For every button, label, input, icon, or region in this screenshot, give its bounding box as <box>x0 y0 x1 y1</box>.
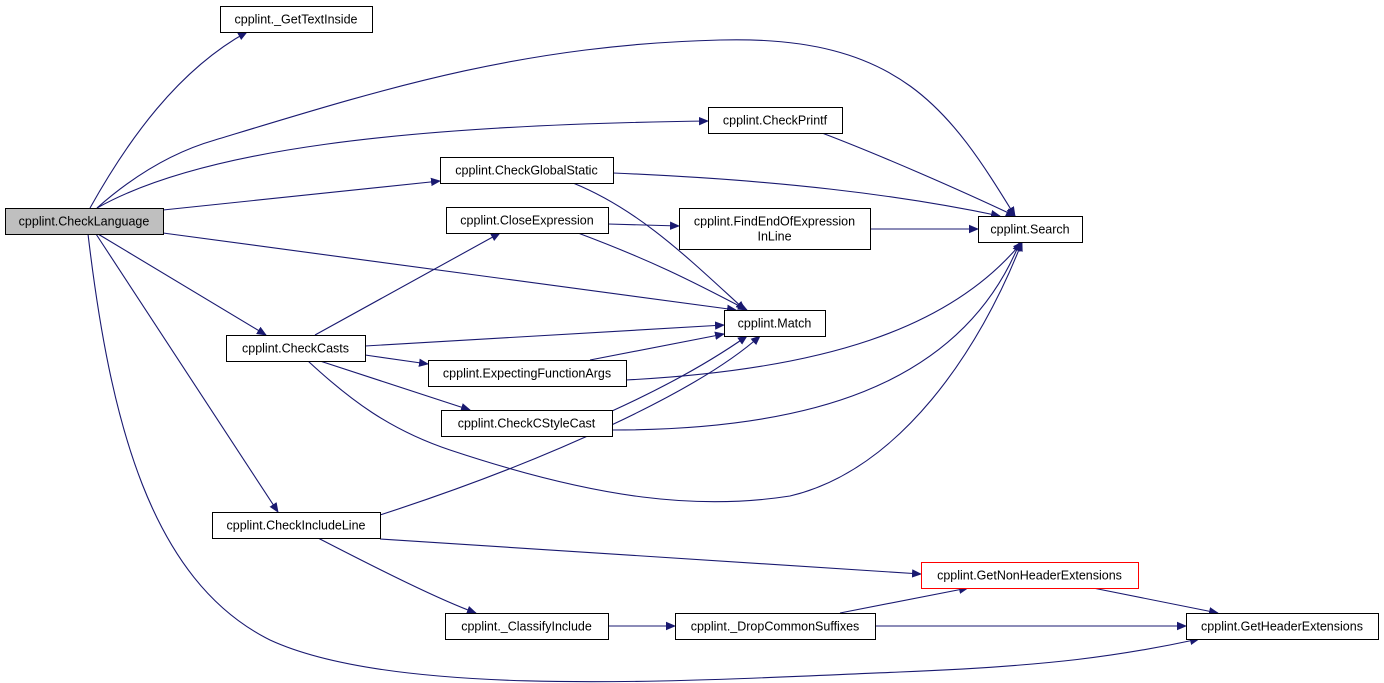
node-box <box>675 613 876 640</box>
edge-checkcasts-to-match <box>364 321 725 347</box>
edge-checkprintf-to-search <box>821 132 1016 217</box>
node-label: cpplint._DropCommonSuffixes <box>691 620 860 634</box>
edge-checkcasts-to-closeexpression <box>314 232 501 336</box>
node-label: InLine <box>757 230 791 244</box>
node-closeexpression[interactable]: cpplint.CloseExpression <box>446 207 609 234</box>
node-label: cpplint._GetTextInside <box>235 13 358 27</box>
node-box <box>921 562 1139 589</box>
edge-checklanguage-to-checkprintf <box>96 116 709 209</box>
node-label: cpplint.CheckCasts <box>242 342 349 356</box>
node-search[interactable]: cpplint.Search <box>978 216 1083 243</box>
edge-checkglobalstatic-to-search <box>612 172 1001 219</box>
node-label: cpplint.GetHeaderExtensions <box>1201 620 1363 634</box>
node-dropcommonsuffixes[interactable]: cpplint._DropCommonSuffixes <box>675 613 876 640</box>
node-label: cpplint.CheckLanguage <box>19 215 150 229</box>
node-label: cpplint.CheckGlobalStatic <box>455 164 597 178</box>
node-label: cpplint.Search <box>990 223 1069 237</box>
edge-checklanguage-to-checkglobalstatic <box>162 177 441 211</box>
edge-expectingfunctionargs-to-match <box>589 331 725 361</box>
node-box <box>441 410 613 437</box>
node-expectingfunctionargs[interactable]: cpplint.ExpectingFunctionArgs <box>428 360 627 387</box>
edge-checkcasts-to-checkcstylecast <box>319 360 471 412</box>
edge-checkcstylecast-to-match <box>611 335 748 412</box>
node-box <box>220 6 373 33</box>
edge-checkcstylecast-to-search <box>611 241 1021 431</box>
edge-checkcasts-to-expectingfunctionargs <box>364 354 429 367</box>
node-label: cpplint._ClassifyInclude <box>461 620 592 634</box>
node-getheaderextensions[interactable]: cpplint.GetHeaderExtensions <box>1186 613 1379 640</box>
node-checkcstylecast[interactable]: cpplint.CheckCStyleCast <box>441 410 613 437</box>
node-classifyinclude[interactable]: cpplint._ClassifyInclude <box>445 613 609 640</box>
node-box <box>5 208 164 235</box>
node-match[interactable]: cpplint.Match <box>724 310 826 337</box>
edge-expectingfunctionargs-to-search <box>625 241 1023 381</box>
node-label: cpplint.CheckIncludeLine <box>227 519 366 533</box>
edge-checklanguage-to-gettextinside <box>89 31 248 209</box>
node-box <box>446 207 609 234</box>
edge-checkcasts-to-search <box>307 241 1023 503</box>
edge-checklanguage-to-checkincludeline <box>95 233 279 513</box>
node-checkincludeline[interactable]: cpplint.CheckIncludeLine <box>212 512 381 539</box>
node-label: cpplint.CloseExpression <box>460 214 593 228</box>
node-getnonheaderextensions[interactable]: cpplint.GetNonHeaderExtensions <box>921 562 1139 589</box>
edge-checklanguage-to-search <box>96 39 1016 217</box>
node-box <box>445 613 609 640</box>
node-gettextinside[interactable]: cpplint._GetTextInside <box>220 6 373 33</box>
node-label: cpplint.FindEndOfExpression <box>694 215 855 229</box>
node-box <box>440 157 614 184</box>
edge-dropcommonsuffixes-to-getnonheaderextensions <box>839 585 969 614</box>
edge-checkincludeline-to-classifyinclude <box>317 537 477 614</box>
node-box <box>679 208 871 250</box>
edge-closeexpression-to-match <box>577 232 748 311</box>
node-checklanguage[interactable]: cpplint.CheckLanguage <box>5 208 164 235</box>
node-box <box>212 512 381 539</box>
edge-checklanguage-to-getheaderextensions <box>87 233 1200 683</box>
node-box <box>708 107 843 134</box>
edge-checklanguage-to-checkcasts <box>97 233 267 336</box>
node-box <box>226 335 366 362</box>
node-label: cpplint.CheckPrintf <box>723 114 828 128</box>
node-box <box>978 216 1083 243</box>
edge-checklanguage-to-match <box>162 232 737 313</box>
node-box <box>428 360 627 387</box>
node-box <box>724 310 826 337</box>
node-checkglobalstatic[interactable]: cpplint.CheckGlobalStatic <box>440 157 614 184</box>
node-label: cpplint.GetNonHeaderExtensions <box>937 569 1122 583</box>
edge-checkglobalstatic-to-match <box>572 182 746 311</box>
node-label: cpplint.CheckCStyleCast <box>458 417 596 431</box>
edges-layer <box>87 31 1219 683</box>
node-label: cpplint.Match <box>738 317 812 331</box>
node-checkprintf[interactable]: cpplint.CheckPrintf <box>708 107 843 134</box>
node-box <box>1186 613 1379 640</box>
edge-closeexpression-to-findendofexpressioninline <box>607 221 680 230</box>
nodes-layer: cpplint.CheckLanguage cpplint._GetTextIns… <box>5 6 1379 640</box>
node-label: cpplint.ExpectingFunctionArgs <box>443 367 611 381</box>
edge-getnonheaderextensions-to-getheaderextensions <box>1092 587 1219 616</box>
node-checkcasts[interactable]: cpplint.CheckCasts <box>226 335 366 362</box>
edge-checkincludeline-to-getnonheaderextensions <box>379 538 922 578</box>
